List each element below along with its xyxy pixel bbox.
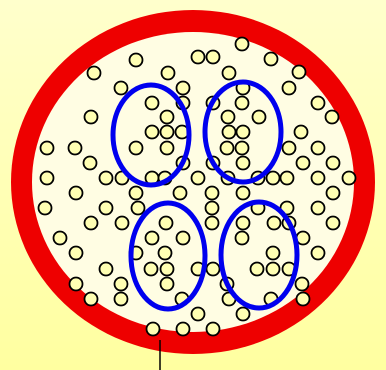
particle — [41, 172, 54, 185]
particle — [207, 51, 220, 64]
particle — [162, 67, 175, 80]
particle — [297, 293, 310, 306]
particle — [177, 82, 190, 95]
particle — [192, 51, 205, 64]
particle — [223, 67, 236, 80]
particle — [160, 217, 173, 230]
particle — [283, 82, 296, 95]
particle — [147, 323, 160, 336]
particle — [223, 126, 236, 139]
particle — [115, 278, 128, 291]
particle — [237, 217, 250, 230]
particle — [343, 172, 356, 185]
particle — [54, 232, 67, 245]
particle — [174, 187, 187, 200]
particle — [161, 142, 174, 155]
particle — [69, 142, 82, 155]
particle — [177, 323, 190, 336]
particle — [236, 142, 249, 155]
particle — [88, 67, 101, 80]
particle — [145, 263, 158, 276]
particle — [268, 217, 281, 230]
particle — [159, 247, 172, 260]
particle — [267, 263, 280, 276]
particle — [85, 293, 98, 306]
particle — [296, 278, 309, 291]
particle — [146, 126, 159, 139]
particle — [161, 126, 174, 139]
particle — [70, 247, 83, 260]
particle — [70, 187, 83, 200]
particle — [70, 278, 83, 291]
particle — [161, 278, 174, 291]
particle — [84, 157, 97, 170]
particle — [327, 217, 340, 230]
particle — [327, 157, 340, 170]
particle — [281, 172, 294, 185]
particle — [85, 217, 98, 230]
particle — [100, 172, 113, 185]
particle — [130, 187, 143, 200]
particle — [293, 66, 306, 79]
particle — [237, 187, 250, 200]
particle — [161, 263, 174, 276]
particle — [130, 54, 143, 67]
particle — [251, 263, 264, 276]
particle — [253, 111, 266, 124]
particle — [132, 202, 145, 215]
particle — [100, 202, 113, 215]
particle — [206, 187, 219, 200]
particle — [192, 172, 205, 185]
particle — [312, 142, 325, 155]
particle — [267, 247, 280, 260]
particle — [116, 217, 129, 230]
particle — [177, 232, 190, 245]
particle — [236, 232, 249, 245]
particle — [85, 111, 98, 124]
particle — [283, 142, 296, 155]
particle — [207, 263, 220, 276]
particle — [312, 247, 325, 260]
particle — [146, 232, 159, 245]
particle — [297, 157, 310, 170]
particle — [265, 53, 278, 66]
particle — [237, 126, 250, 139]
particle — [161, 111, 174, 124]
particle — [41, 142, 54, 155]
particle — [115, 293, 128, 306]
particle — [267, 172, 280, 185]
particle — [236, 97, 249, 110]
particle — [237, 308, 250, 321]
particle — [115, 82, 128, 95]
particle — [130, 142, 143, 155]
particle — [237, 157, 250, 170]
particle — [312, 202, 325, 215]
particle — [326, 111, 339, 124]
particle — [146, 97, 159, 110]
particle — [100, 263, 113, 276]
particle — [39, 202, 52, 215]
particle — [206, 217, 219, 230]
particle — [312, 172, 325, 185]
particle — [295, 126, 308, 139]
particle — [192, 308, 205, 321]
particle — [206, 202, 219, 215]
particle — [207, 323, 220, 336]
particle — [236, 38, 249, 51]
particle — [312, 97, 325, 110]
particle — [221, 142, 234, 155]
particle — [222, 111, 235, 124]
particle — [327, 187, 340, 200]
